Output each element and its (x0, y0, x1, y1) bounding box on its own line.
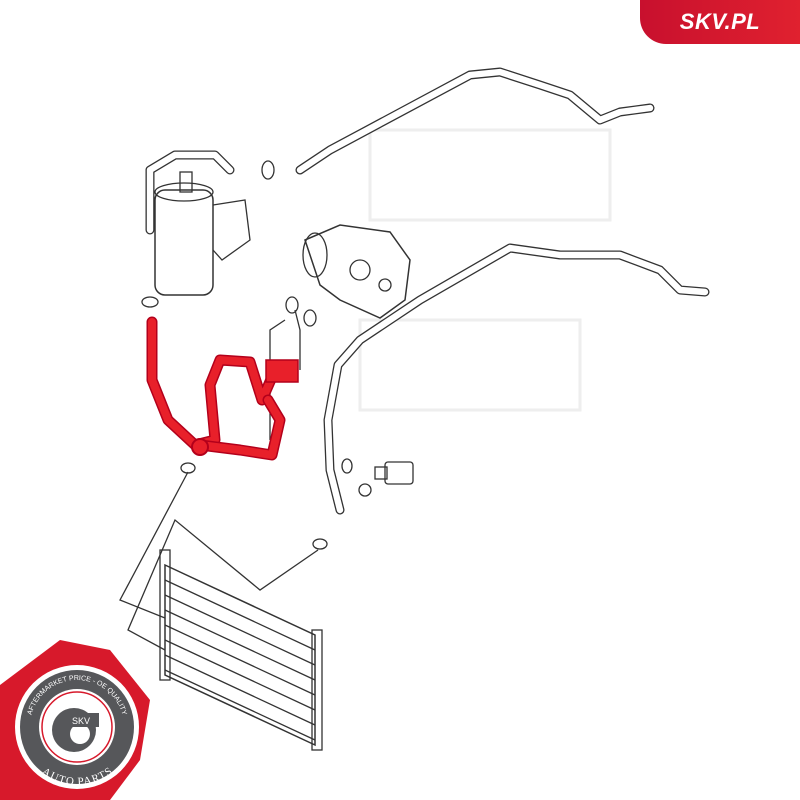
highlighted-ac-hose (146, 316, 299, 461)
badge-center-text: SKV (72, 716, 90, 726)
suction-line-top (295, 67, 655, 175)
gear-icon (52, 708, 99, 752)
site-brand-banner[interactable]: SKV.PL (640, 0, 800, 44)
compressor (285, 224, 411, 327)
site-brand-label: SKV.PL (679, 9, 761, 34)
watermark (358, 128, 612, 412)
condenser (159, 549, 323, 751)
o-ring (261, 160, 275, 180)
receiver-drier (141, 150, 251, 308)
liquid-line (323, 243, 710, 515)
